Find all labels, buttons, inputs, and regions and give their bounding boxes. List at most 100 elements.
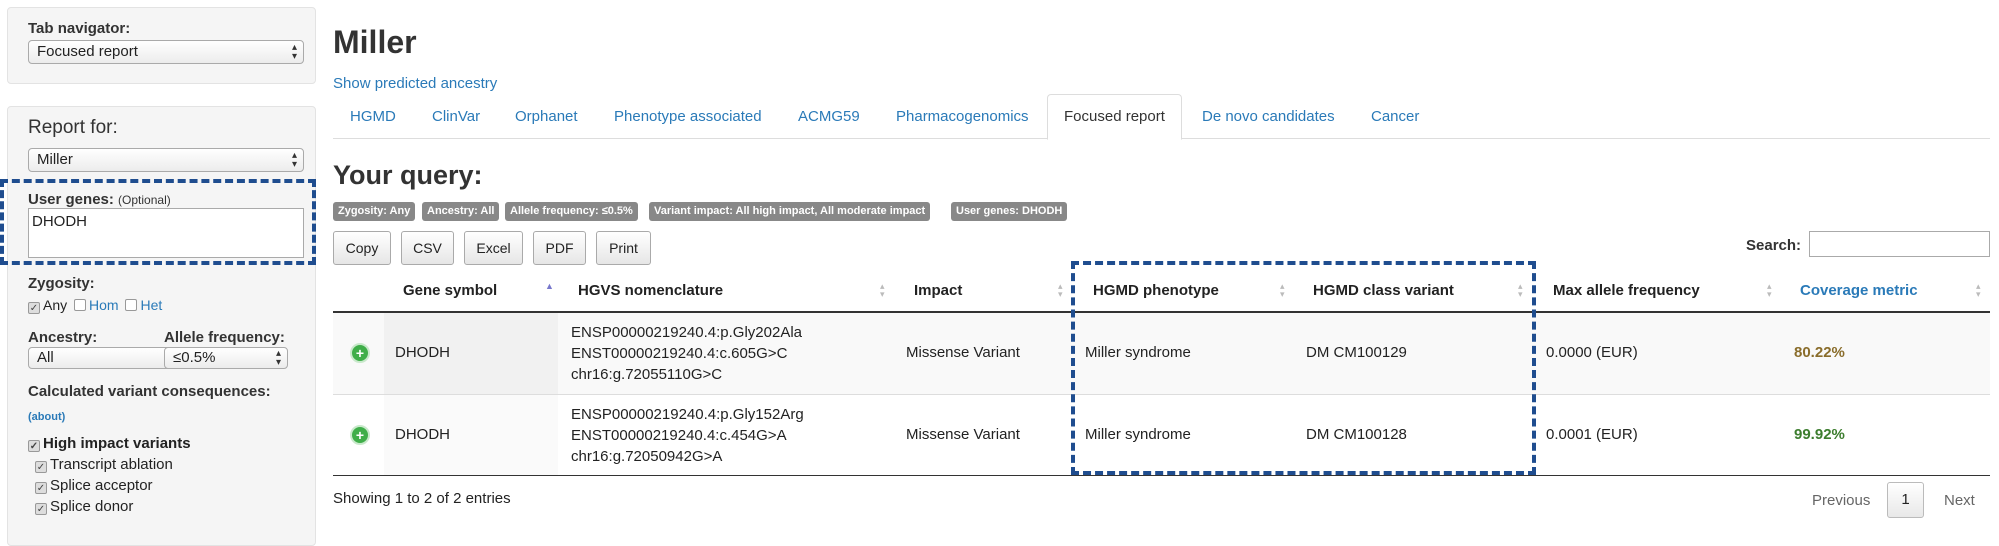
tab-navigator-label: Tab navigator: (28, 20, 131, 37)
user-genes-optional: (Optional) (118, 193, 171, 207)
row-divider (333, 394, 1990, 395)
cell-hgmd-class-variant: DM CM100128 (1306, 426, 1407, 443)
cell-hgvs: ENSP00000219240.4:p.Gly202Ala ENST000002… (571, 322, 802, 385)
splice-acceptor-option: ✓Splice acceptor (35, 477, 153, 494)
table-info: Showing 1 to 2 of 2 entries (333, 490, 511, 507)
expand-row-icon[interactable]: + (350, 425, 370, 445)
previous-page-button[interactable]: Previous (1812, 492, 1871, 509)
tab-focused-report[interactable]: Focused report (1064, 108, 1165, 125)
report-for-select[interactable]: Miller ▴▾ (28, 148, 304, 172)
cell-hgmd-phenotype: Miller syndrome (1085, 344, 1191, 361)
header-impact[interactable]: Impact (914, 282, 963, 299)
high-impact-option: ✓High impact variants (28, 435, 191, 452)
ancestry-select[interactable]: All ▴▾ (28, 347, 186, 369)
transcript-ablation-checkbox[interactable]: ✓ (35, 461, 47, 473)
expand-row-icon[interactable]: + (350, 343, 370, 363)
sort-icon[interactable]: ▴▾ (1976, 281, 1981, 299)
header-max-allele-frequency[interactable]: Max allele frequency (1553, 282, 1700, 299)
user-genes-label-text: User genes: (28, 191, 114, 208)
user-genes-label: User genes: (Optional) (28, 191, 171, 208)
tab-navigator-panel: Tab navigator: Focused report ▴▾ (7, 7, 316, 84)
sort-icon[interactable]: ▴▾ (880, 281, 885, 299)
tab-pharmacogenomics[interactable]: Pharmacogenomics (896, 108, 1029, 125)
about-link[interactable]: (about) (28, 411, 66, 423)
splice-acceptor-label: Splice acceptor (50, 477, 153, 494)
active-tab-frame (1047, 94, 1182, 140)
header-hgvs[interactable]: HGVS nomenclature (578, 282, 724, 299)
page-title: Miller (333, 24, 417, 60)
badge-user-genes: User genes: DHODH (951, 202, 1068, 221)
header-hgmd-phenotype[interactable]: HGMD phenotype (1093, 282, 1219, 299)
header-coverage-metric[interactable]: Coverage metric (1800, 282, 1918, 299)
ancestry-label: Ancestry: (28, 329, 98, 346)
cell-gene: DHODH (395, 426, 450, 443)
sort-ascending-icon[interactable]: ▲ (545, 281, 554, 291)
splice-donor-checkbox[interactable]: ✓ (35, 503, 47, 515)
select-arrows-icon: ▴▾ (291, 150, 297, 170)
zygosity-any-label: Any (43, 297, 68, 313)
zygosity-hom-checkbox[interactable] (74, 299, 87, 311)
header-hgmd-class-variant[interactable]: HGMD class variant (1313, 282, 1454, 299)
cell-hgvs: ENSP00000219240.4:p.Gly152Arg ENST000002… (571, 404, 804, 467)
hgvs-transcript: ENST00000219240.4:c.454G>A (571, 427, 787, 444)
sort-icon[interactable]: ▴▾ (1767, 281, 1772, 299)
excel-button[interactable]: Excel (464, 231, 523, 265)
pdf-button[interactable]: PDF (533, 231, 586, 265)
tab-de-novo-candidates[interactable]: De novo candidates (1202, 108, 1335, 125)
splice-acceptor-checkbox[interactable]: ✓ (35, 482, 47, 494)
user-genes-textarea[interactable]: DHODH (28, 208, 304, 258)
query-heading: Your query: (333, 160, 483, 190)
hgvs-protein: ENSP00000219240.4:p.Gly202Ala (571, 324, 803, 341)
cell-hgmd-class-variant: DM CM100129 (1306, 344, 1407, 361)
report-for-value: Miller (37, 151, 73, 168)
csv-button[interactable]: CSV (401, 231, 454, 265)
cell-impact: Missense Variant (906, 426, 1020, 443)
search-input[interactable] (1809, 231, 1990, 257)
allele-frequency-select[interactable]: ≤0.5% ▴▾ (164, 347, 288, 369)
sort-icon[interactable]: ▴▾ (1058, 281, 1063, 299)
transcript-ablation-label: Transcript ablation (50, 456, 173, 473)
tab-orphanet[interactable]: Orphanet (515, 108, 578, 125)
tab-acmg59[interactable]: ACMG59 (798, 108, 860, 125)
consequences-label: Calculated variant consequences: (28, 383, 271, 400)
select-arrows-icon: ▴▾ (275, 348, 281, 368)
zygosity-het-label: Het (140, 297, 163, 313)
table-bottom-line (333, 475, 1990, 476)
sorted-column-cell (384, 394, 558, 476)
cell-coverage-metric: 80.22% (1794, 344, 1845, 361)
sort-icon[interactable]: ▴▾ (1280, 281, 1285, 299)
table-header-line (333, 311, 1990, 313)
cell-impact: Missense Variant (906, 344, 1020, 361)
cell-max-allele-frequency: 0.0001 (EUR) (1546, 426, 1638, 443)
tab-clinvar[interactable]: ClinVar (432, 108, 481, 125)
zygosity-label: Zygosity: (28, 275, 95, 292)
tab-cancer[interactable]: Cancer (1371, 108, 1420, 125)
splice-donor-option: ✓Splice donor (35, 498, 133, 515)
badge-zygosity: Zygosity: Any (333, 202, 416, 221)
tab-navigator-select[interactable]: Focused report ▴▾ (28, 40, 304, 64)
tab-hgmd[interactable]: HGMD (350, 108, 396, 125)
tab-phenotype-associated[interactable]: Phenotype associated (614, 108, 762, 125)
show-ancestry-link[interactable]: Show predicted ancestry (333, 75, 498, 92)
print-button[interactable]: Print (596, 231, 651, 265)
badge-ancestry: Ancestry: All (422, 202, 500, 221)
allele-frequency-value: ≤0.5% (173, 349, 216, 366)
copy-button[interactable]: Copy (333, 231, 391, 265)
hgvs-genomic: chr16:g.72055110G>C (571, 366, 723, 383)
page-1-button[interactable]: 1 (1887, 482, 1924, 518)
cell-hgmd-phenotype: Miller syndrome (1085, 426, 1191, 443)
sort-icon[interactable]: ▴▾ (1518, 281, 1523, 299)
zygosity-any-checkbox[interactable]: ✓ (28, 302, 40, 314)
transcript-ablation-option: ✓Transcript ablation (35, 456, 173, 473)
cell-max-allele-frequency: 0.0000 (EUR) (1546, 344, 1638, 361)
ancestry-value: All (37, 349, 54, 366)
table-row-stripe (333, 313, 1990, 394)
zygosity-hom-label: Hom (89, 297, 119, 313)
report-for-label: Report for: (28, 117, 118, 138)
next-page-button[interactable]: Next (1944, 492, 1975, 509)
hgvs-transcript: ENST00000219240.4:c.605G>C (571, 345, 788, 362)
cell-gene: DHODH (395, 344, 450, 361)
high-impact-checkbox[interactable]: ✓ (28, 440, 40, 452)
header-gene-symbol[interactable]: Gene symbol (403, 282, 498, 299)
zygosity-het-checkbox[interactable] (125, 299, 138, 311)
